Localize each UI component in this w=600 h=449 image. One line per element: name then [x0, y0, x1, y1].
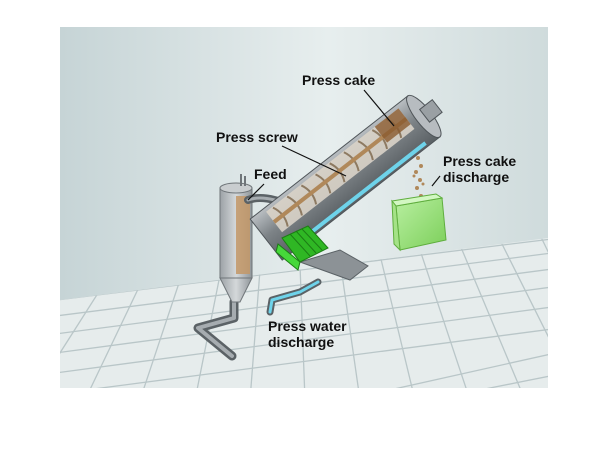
- feed-inlet-pipe: [193, 297, 239, 361]
- press-base: [298, 249, 369, 281]
- drive-motor: [275, 225, 329, 271]
- leader-lines: [247, 89, 441, 201]
- label-press-cake-discharge: Press cake discharge: [443, 153, 516, 185]
- floor: [60, 238, 548, 388]
- press-drum: [249, 94, 443, 261]
- label-press-water-discharge: Press water discharge: [268, 318, 347, 350]
- label-press-screw: Press screw: [216, 129, 298, 145]
- press-cake-bin: [391, 193, 447, 252]
- label-feed: Feed: [254, 166, 287, 182]
- label-press-water-discharge-line1: Press water: [268, 318, 347, 334]
- label-press-water-discharge-line2: discharge: [268, 334, 335, 350]
- label-press-cake-discharge-line2: discharge: [443, 169, 510, 185]
- label-press-cake-discharge-line1: Press cake: [443, 153, 517, 169]
- floor-grid: [60, 238, 548, 388]
- feed-tank: [219, 174, 253, 303]
- label-press-cake: Press cake: [302, 72, 376, 88]
- press-water-pipe: [266, 278, 322, 316]
